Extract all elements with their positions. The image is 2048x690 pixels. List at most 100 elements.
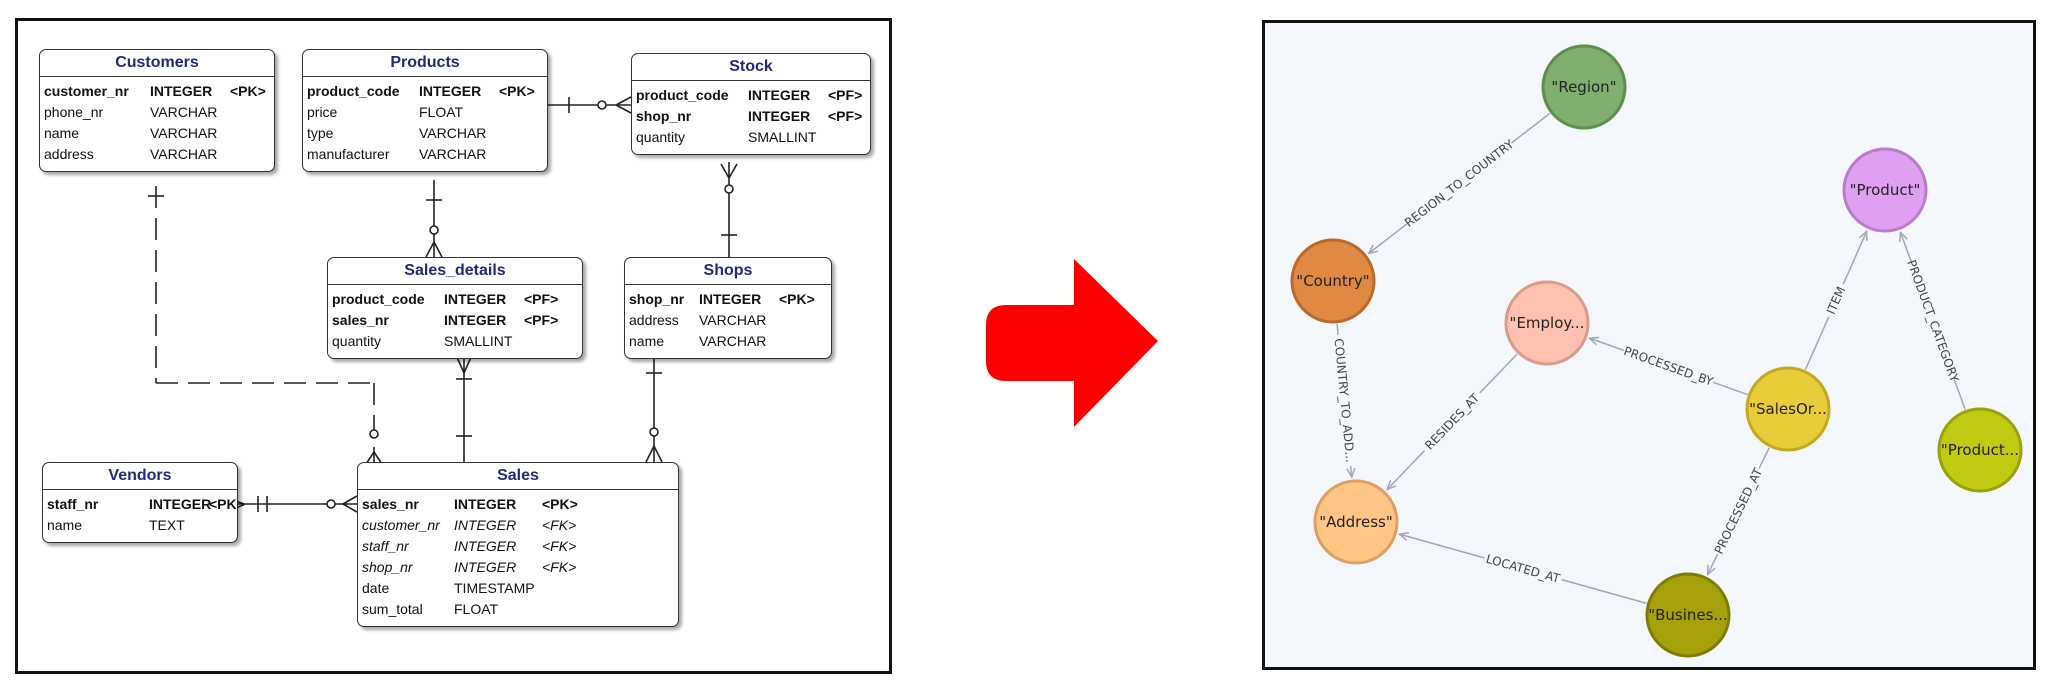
node-circle[interactable]: [1290, 238, 1376, 324]
table-title: Sales: [358, 463, 678, 490]
table-row: product_code INTEGER <PF>: [328, 289, 582, 310]
column-key: <FK>: [542, 538, 577, 554]
column-field: address: [44, 146, 94, 162]
node-label: "Busines...: [1648, 606, 1728, 624]
edge-label-background: [1402, 136, 1517, 231]
column-field: date: [362, 580, 390, 596]
optional-marker: [597, 100, 607, 110]
column-type: INTEGER: [150, 83, 213, 99]
optional-marker: [724, 184, 734, 194]
table-title: Shops: [625, 258, 831, 285]
column-key: <PF>: [524, 291, 559, 307]
column-key: <PK>: [542, 496, 578, 512]
edge-label: PROCESSED_AT: [1712, 465, 1766, 556]
column-field: product_code: [307, 83, 400, 99]
crow-foot: [615, 104, 632, 114]
column-type: INTEGER: [748, 87, 811, 103]
column-key: <PF>: [828, 87, 863, 103]
edge-label-background: [1903, 259, 1962, 383]
column-type: FLOAT: [419, 104, 464, 120]
optional-marker: [369, 429, 379, 439]
column-field: quantity: [636, 129, 686, 145]
graph-node-country[interactable]: "Country": [1290, 238, 1376, 324]
graph-node-productcat[interactable]: "Product...: [1937, 407, 2023, 493]
column-field: name: [47, 517, 83, 533]
node-label: "Region": [1551, 78, 1616, 96]
node-circle[interactable]: [1541, 44, 1627, 130]
column-key: <FK>: [542, 517, 577, 533]
graph-node-salesorder[interactable]: "SalesOr...: [1745, 366, 1831, 452]
column-field: customer_nr: [44, 83, 129, 99]
column-type: INTEGER: [444, 291, 507, 307]
node-circle[interactable]: [1745, 366, 1831, 452]
column-type: VARCHAR: [150, 104, 218, 120]
optional-marker: [326, 499, 336, 509]
column-type: INTEGER: [748, 108, 811, 124]
transform-arrow-icon: [986, 259, 1158, 427]
column-field: shop_nr: [636, 108, 692, 124]
node-label: "Product...: [1941, 441, 2019, 459]
column-field: customer_nr: [362, 517, 440, 533]
edge-label: COUNTRY_TO_ADD...: [1332, 338, 1358, 464]
column-field: address: [629, 312, 679, 328]
column-type: INTEGER: [699, 291, 762, 307]
node-circle[interactable]: [1645, 572, 1731, 658]
column-key: <FK>: [542, 559, 577, 575]
column-field: product_code: [332, 291, 425, 307]
column-field: price: [307, 104, 338, 120]
edge-label-background: [1821, 280, 1851, 320]
graph-node-product[interactable]: "Product": [1842, 147, 1928, 233]
column-field: type: [307, 125, 334, 141]
edge-label: REGION_TO_COUNTRY: [1402, 137, 1517, 230]
crow-foot: [433, 241, 443, 258]
node-label: "Address": [1319, 513, 1393, 531]
edge-label: PRODUCT_CATEGORY: [1904, 258, 1962, 385]
er-relationship-lines: [148, 96, 738, 513]
graph-node-employee[interactable]: "Employ...: [1504, 280, 1590, 366]
node-circle[interactable]: [1313, 479, 1399, 565]
column-type: VARCHAR: [419, 146, 487, 162]
node-circle[interactable]: [1504, 280, 1590, 366]
node-label: "Country": [1296, 272, 1369, 290]
table-row: type VARCHAR: [303, 123, 547, 144]
edge-label: PROCESSED_BY: [1622, 344, 1716, 389]
column-field: staff_nr: [47, 496, 99, 512]
node-label: "Employ...: [1510, 314, 1585, 332]
node-circle[interactable]: [1842, 147, 1928, 233]
column-type: VARCHAR: [699, 312, 767, 328]
table-title: Stock: [632, 54, 870, 81]
graph-node-business[interactable]: "Busines...: [1645, 572, 1731, 658]
graph-node-region[interactable]: "Region": [1541, 44, 1627, 130]
edge-label-background: [1330, 334, 1359, 467]
node-circle[interactable]: [1937, 407, 2023, 493]
crow-foot: [425, 241, 435, 258]
table-title: Products: [303, 50, 547, 77]
column-type: VARCHAR: [699, 333, 767, 349]
column-type: INTEGER: [149, 496, 212, 512]
table-row: shop_nr INTEGER <FK>: [358, 557, 678, 578]
column-type: VARCHAR: [419, 125, 487, 141]
node-label: "SalesOr...: [1749, 400, 1827, 418]
column-type: INTEGER: [454, 559, 517, 575]
column-field: shop_nr: [362, 559, 413, 575]
column-field: manufacturer: [307, 146, 390, 162]
graph-node-address[interactable]: "Address": [1313, 479, 1399, 565]
edge-label-background: [1621, 342, 1716, 390]
column-key: <PF>: [524, 312, 559, 328]
column-key: <PK>: [230, 83, 266, 99]
